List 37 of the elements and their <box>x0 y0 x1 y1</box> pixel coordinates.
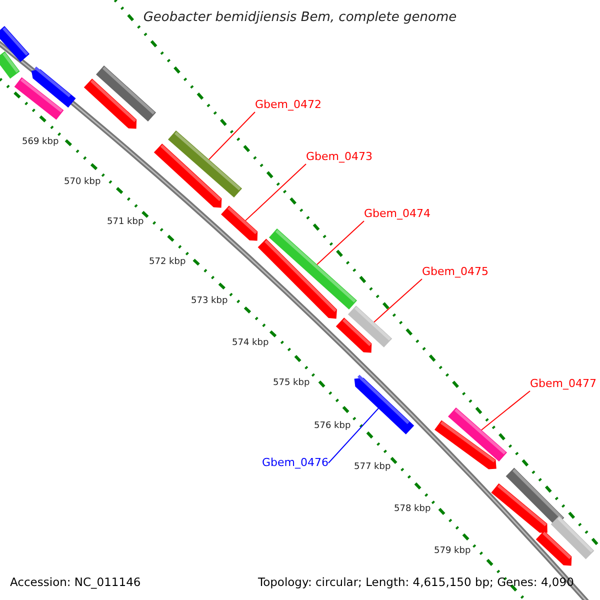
gene-label: Gbem_0477 <box>530 377 596 391</box>
gene-segment <box>221 206 258 241</box>
gene-segment <box>336 318 372 353</box>
tick-label: 579 kbp <box>434 546 471 556</box>
tick-label: 576 kbp <box>314 421 351 431</box>
tick-label: 570 kbp <box>64 177 101 187</box>
leader-line <box>208 112 256 160</box>
leader-line <box>374 278 422 323</box>
gene-label: Gbem_0474 <box>364 207 430 221</box>
gene-label: Gbem_0473 <box>306 150 372 164</box>
tick-label: 569 kbp <box>22 137 59 147</box>
gene-label: Gbem_0475 <box>422 265 488 279</box>
gene-segment <box>354 374 414 434</box>
gene-label: Gbem_0476 <box>262 456 328 470</box>
leader-line <box>245 164 306 222</box>
gene-segment <box>154 144 222 208</box>
gene-segment <box>491 483 548 533</box>
accession-text: Accession: NC_011146 <box>10 575 141 589</box>
gene-label: Gbem_0472 <box>255 98 322 112</box>
tick-label: 575 kbp <box>273 378 310 388</box>
leader-line <box>316 220 364 266</box>
leader-line <box>328 408 379 464</box>
genome-info-text: Topology: circular; Length: 4,615,150 bp; Genes: 4,090 <box>258 575 574 589</box>
title: Geobacter bemidjiensis Bem, complete genome <box>142 10 458 25</box>
gene-segment <box>258 238 337 319</box>
gene-segment <box>434 420 496 470</box>
tick-label: 573 kbp <box>191 296 228 306</box>
gene-bar <box>14 77 64 120</box>
leader-line <box>480 390 530 430</box>
gene-segment <box>84 78 137 129</box>
tick-label: 574 kbp <box>232 338 269 348</box>
gene-segment <box>536 530 572 566</box>
tick-label: 578 kbp <box>394 504 431 514</box>
tick-label: 571 kbp <box>107 217 144 227</box>
tick-label: 577 kbp <box>354 462 391 472</box>
gene-bar <box>0 51 20 79</box>
tick-label: 572 kbp <box>149 257 186 267</box>
